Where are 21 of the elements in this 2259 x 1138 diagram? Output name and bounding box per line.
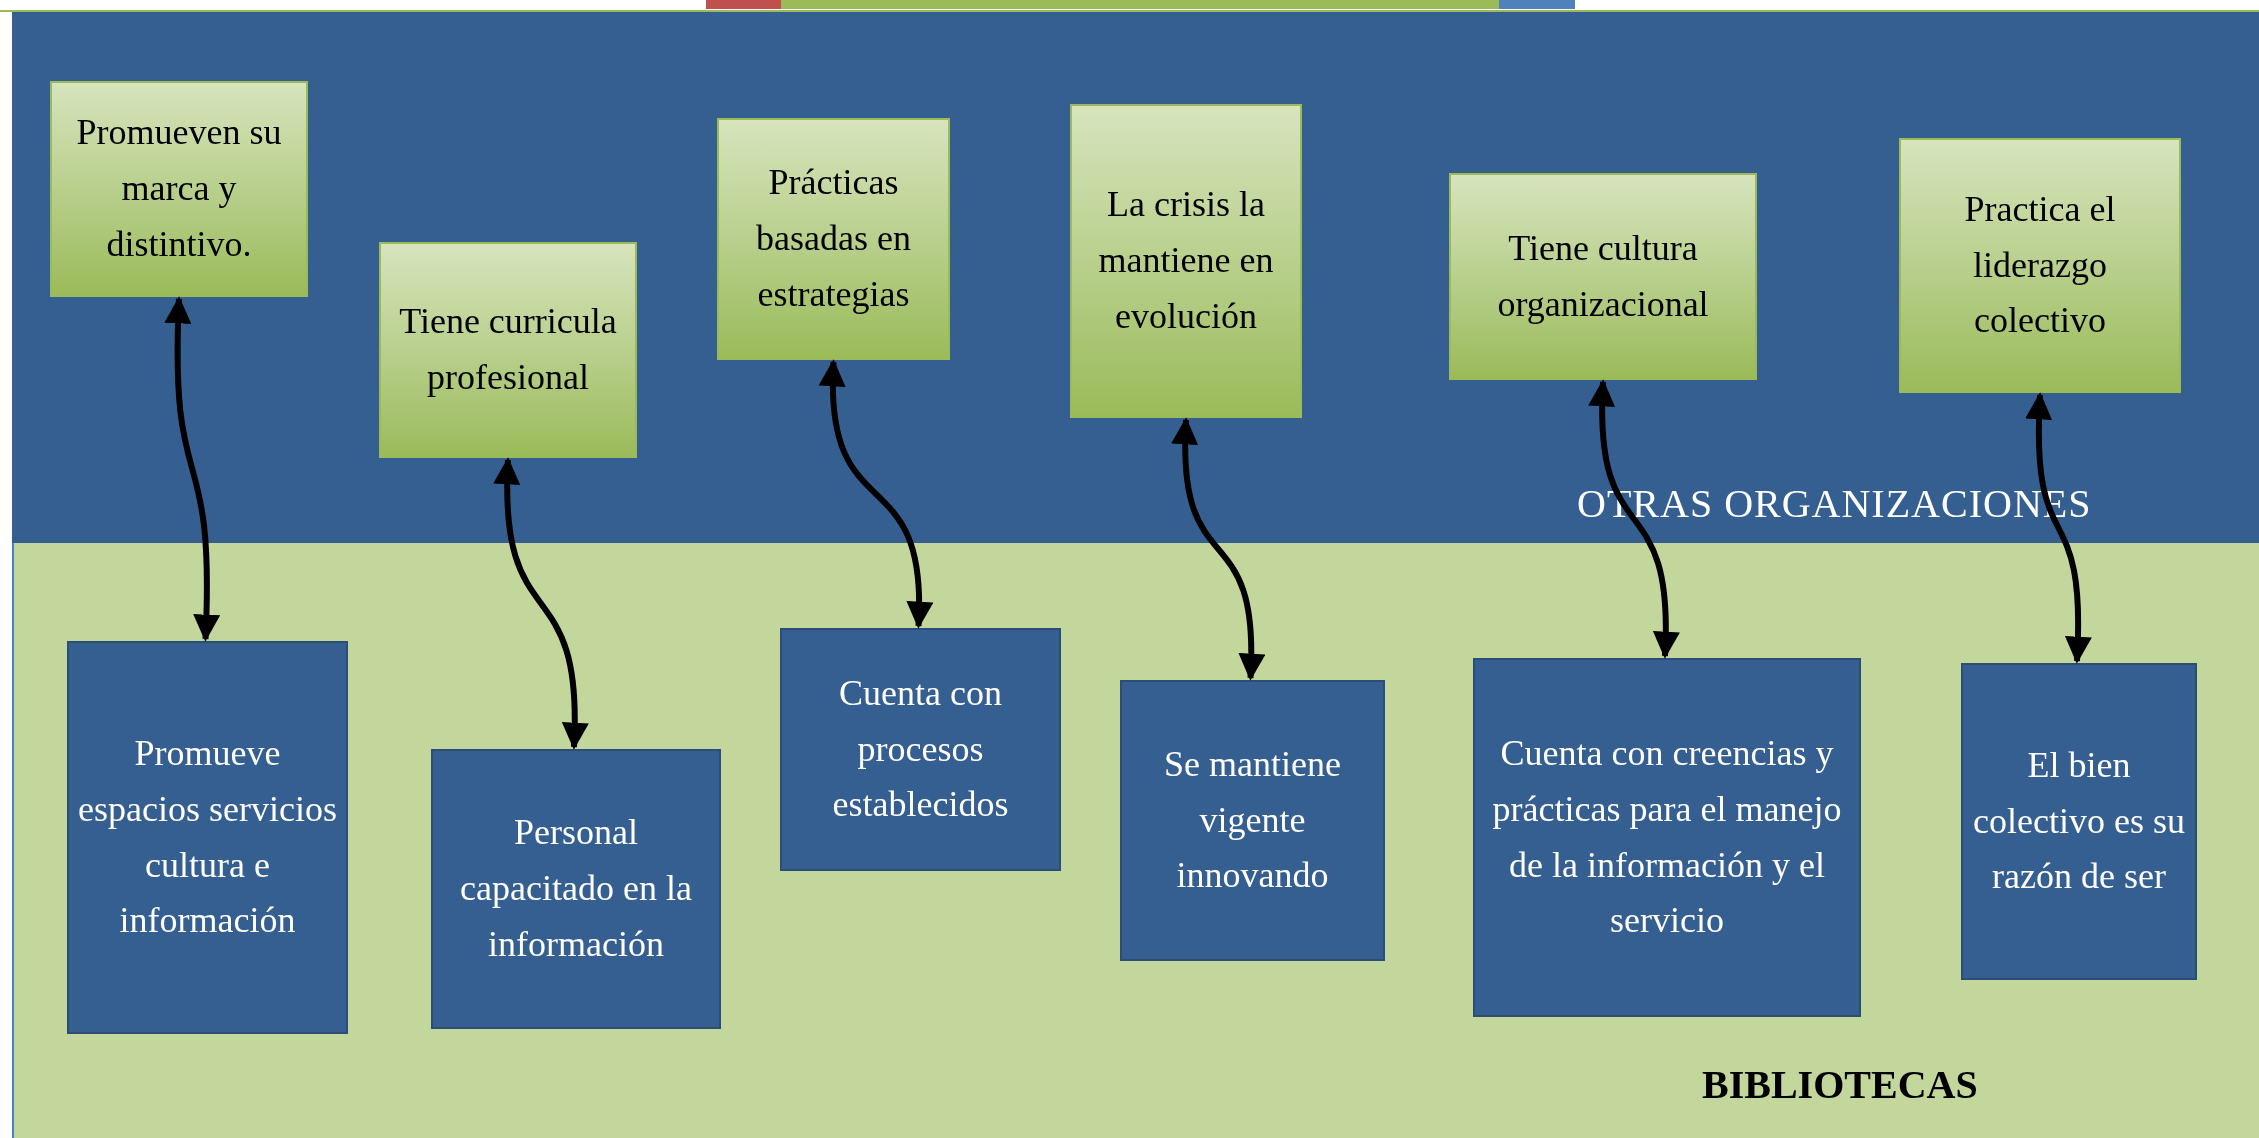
band-label: BIBLIOTECAS — [1702, 1061, 1978, 1109]
library-trait-box: Cuenta con procesos establecidos — [780, 628, 1061, 871]
double-arrow — [494, 457, 588, 750]
trait-box: Tiene cultura organizacional — [1449, 173, 1757, 380]
double-arrow — [164, 296, 220, 642]
trait-box: Prácticas basadas en estrategias — [717, 118, 950, 360]
double-arrow — [2025, 392, 2092, 664]
library-trait-box: Personal capacitado en la información — [431, 749, 721, 1029]
double-arrow — [1589, 379, 1679, 659]
organizations-band — [12, 12, 2259, 543]
trait-box: Promueven su marca y distintivo. — [50, 81, 308, 297]
double-arrow — [819, 359, 933, 629]
double-arrow — [1172, 417, 1265, 681]
libraries-band — [12, 543, 2259, 1138]
library-trait-box: Cuenta con creencias y prácticas para el manejo de la información y el servicio — [1473, 658, 1861, 1017]
library-trait-box: El bien colectivo es su razón de ser — [1961, 663, 2197, 980]
trait-box: Practica el liderazgo colectivo — [1899, 138, 2181, 393]
trait-box: La crisis la mantiene en evolución — [1070, 104, 1302, 418]
library-trait-box: Promueve espacios servicios cultura e información — [67, 641, 348, 1034]
library-trait-box: Se mantiene vigente innovando — [1120, 680, 1385, 961]
trait-box: Tiene curricula profesional — [379, 242, 637, 458]
